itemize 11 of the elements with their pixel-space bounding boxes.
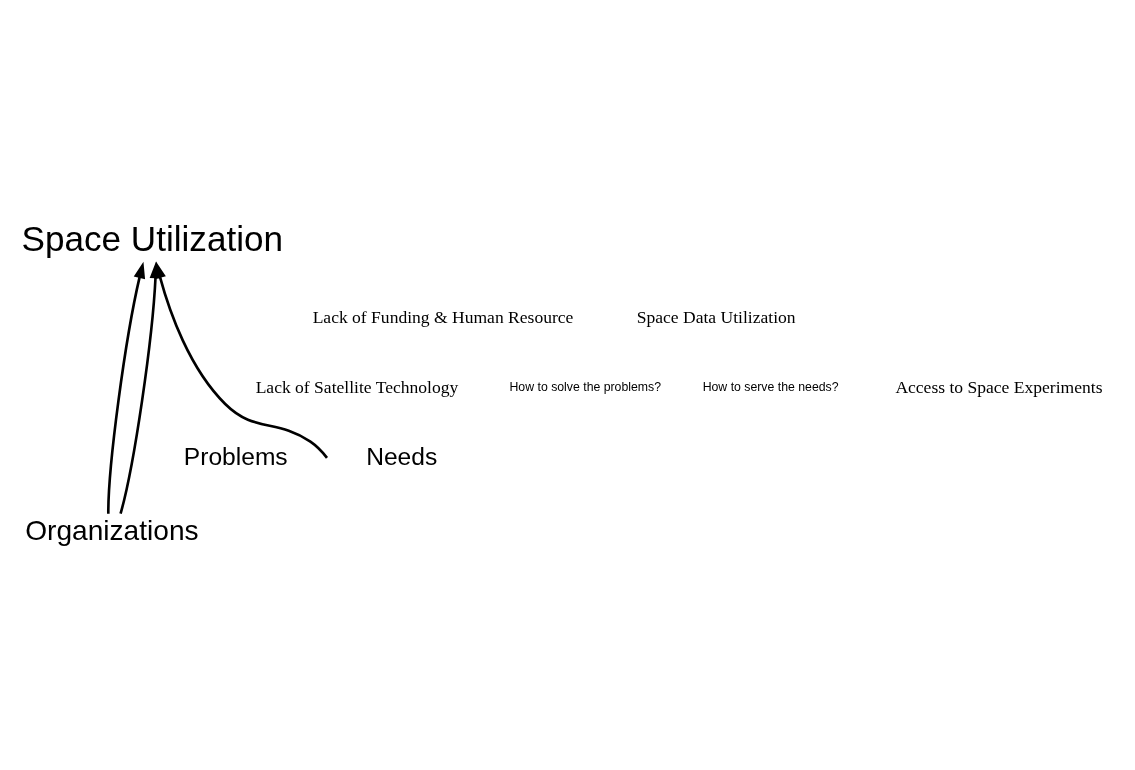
label: Access to Space Experiments <box>895 376 1103 397</box>
label: Space Data Utilization <box>636 306 796 327</box>
label: How to solve the problems? <box>509 379 662 394</box>
label: Lack of Satellite Technology <box>255 376 459 397</box>
label: Needs <box>366 442 438 470</box>
node-text: Organizations <box>25 514 199 546</box>
arrow <box>107 261 146 514</box>
label: How to serve the needs? <box>702 379 839 394</box>
node-text: Space Utilization <box>21 218 284 258</box>
label: Lack of Funding & Human Resource <box>312 306 574 327</box>
label: Problems <box>183 442 288 470</box>
